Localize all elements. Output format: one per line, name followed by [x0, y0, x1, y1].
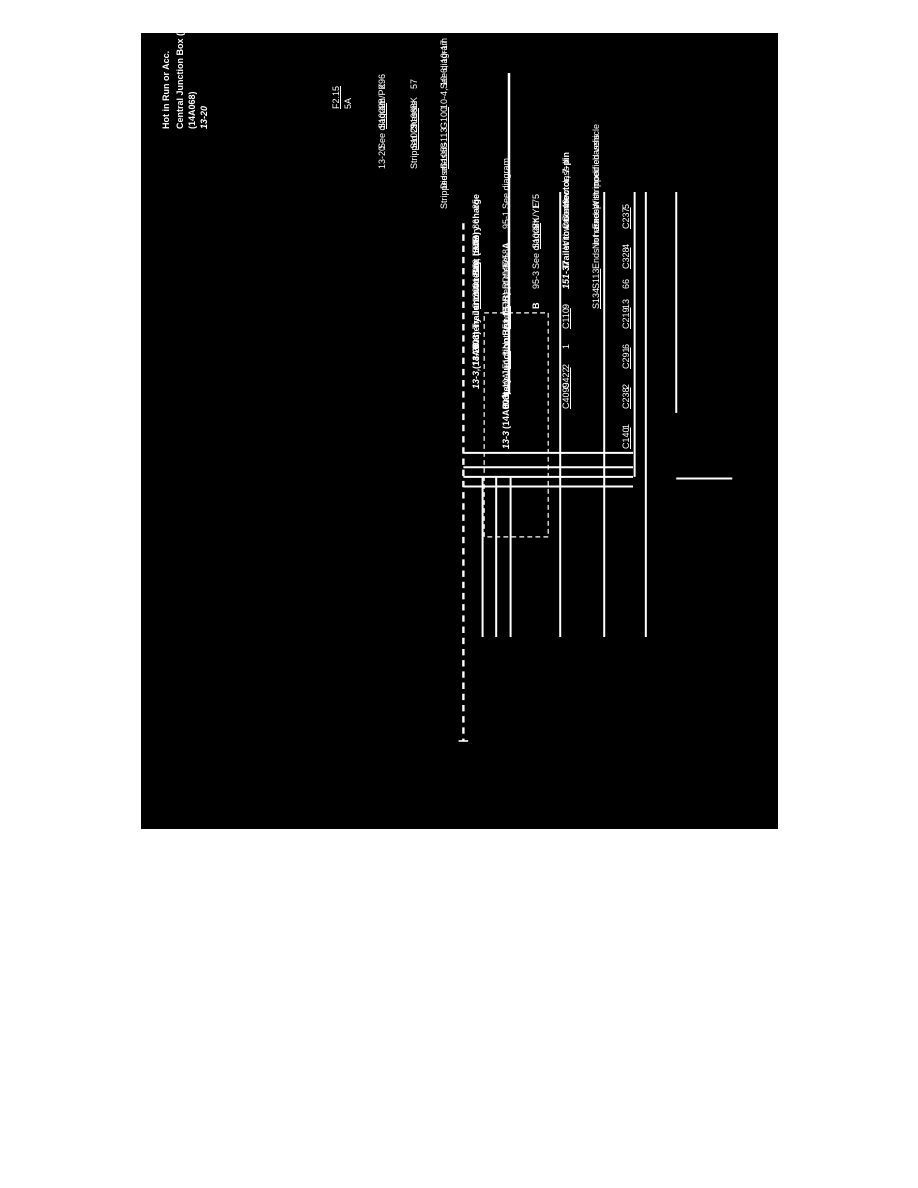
stripped-chassis-cap: Stripped Chassis	[409, 100, 419, 169]
bjb-part: (14A003)	[501, 391, 511, 429]
wiring-lines	[501, 73, 511, 399]
diagram-lines	[458, 192, 733, 742]
ground-g100: G100	[439, 106, 449, 129]
trailer-ref: 151-37	[561, 260, 571, 289]
see-diagram-a: See diagram	[501, 157, 511, 209]
cjb-title: Central Junction Box (CJB)	[175, 11, 185, 129]
right-conn-c219: C219	[621, 307, 631, 329]
see-diagram-b-letter: B	[531, 302, 541, 310]
right-pin-66: 66	[621, 278, 631, 289]
relay-ref: 13-3, 13-20	[471, 342, 481, 389]
wire-57-code: 57	[409, 78, 419, 89]
cjb-fuse-rating: 5A	[343, 97, 353, 109]
stripped-chassis-note: Stripped chassis	[439, 142, 449, 209]
right-conn-c140: C140	[621, 427, 631, 449]
splice-s113: S113	[591, 268, 601, 289]
see-diagram-13-20-ref: 13-20	[377, 145, 387, 169]
trailer-title: Trailer tow connector, 7-pin	[561, 151, 571, 269]
cjb-part: (14A068)	[187, 91, 197, 129]
cjb-ref: 13-20	[199, 105, 209, 129]
right-conn-c237: C237	[621, 207, 631, 229]
trailer-conn-c110: C110	[561, 308, 571, 329]
see-diagram-10-ref: 10-4, 10-6, 10-17	[439, 39, 449, 109]
ends-harness-note: Ends in harness	[591, 204, 601, 269]
see-diagram-a-ref: 95-1	[501, 210, 511, 229]
see-diagram-b-ref: 95-3	[531, 270, 541, 289]
bjb-ref: 13-3	[501, 430, 511, 449]
right-conn-c291: C291	[621, 347, 631, 369]
hot-label: Hot in Run or Acc.	[161, 50, 171, 129]
right-conn-c328: C328	[621, 247, 631, 269]
rotated-diagram: Hot in Run or Acc. Central Junction Box …	[141, 12, 778, 829]
see-diagram-13-20: See diagram	[377, 97, 387, 149]
splice-s134: S134	[591, 287, 601, 309]
cjb-fuse: F2.15	[331, 85, 341, 109]
wire-49-og-left	[501, 73, 511, 399]
trailer-pin-1: 1	[561, 343, 571, 349]
wiring-diagram-panel: Hot in Run or Acc. Central Junction Box …	[141, 12, 778, 829]
see-diagram-b: See diagram	[531, 217, 541, 269]
right-conn-c238: C238	[621, 387, 631, 409]
trailer-conn-c4099: C4099	[561, 382, 571, 409]
